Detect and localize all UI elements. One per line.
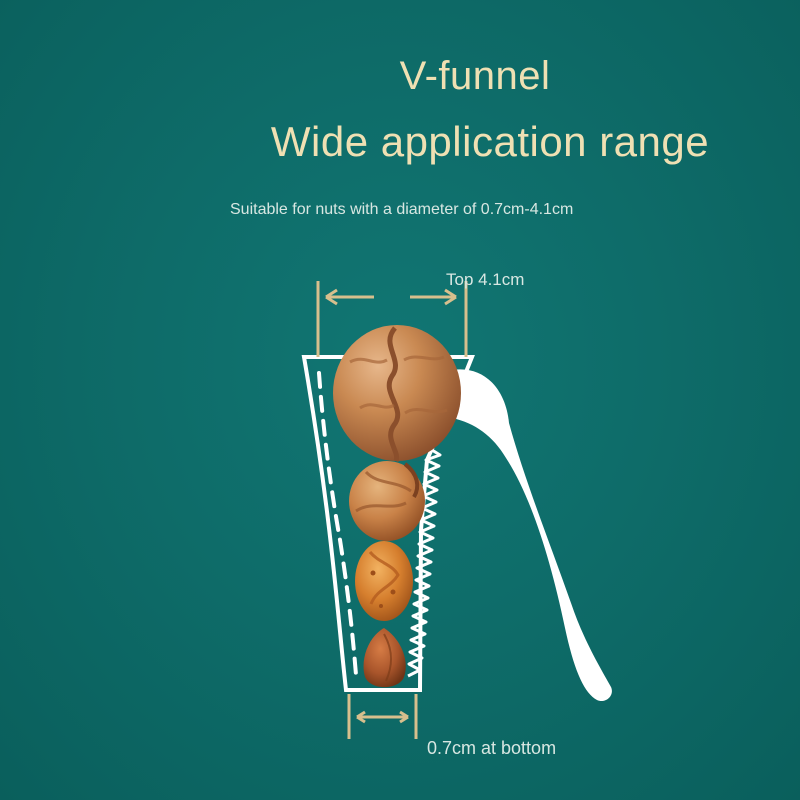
funnel-dashed-guide xyxy=(317,371,358,677)
bottom-diameter-label: 0.7cm at bottom xyxy=(427,738,557,758)
bottom-measurement-guide xyxy=(347,694,418,739)
almond xyxy=(363,628,406,688)
feature-heading-line-2: Wide application range xyxy=(270,118,710,165)
funnel-teeth xyxy=(407,448,442,678)
walnut xyxy=(333,325,461,463)
feature-subtitle: Suitable for nuts with a diameter of 0.7… xyxy=(230,201,574,218)
top-diameter-label: Top 4.1cm xyxy=(446,270,525,289)
nutcracker-handle xyxy=(452,369,612,702)
feature-heading-line-1: V-funnel xyxy=(399,54,551,98)
funnel-outer-wall xyxy=(301,355,475,692)
apricot-kernel xyxy=(355,541,413,621)
top-measurement-guide xyxy=(316,281,468,357)
pecan-nut xyxy=(349,461,425,541)
